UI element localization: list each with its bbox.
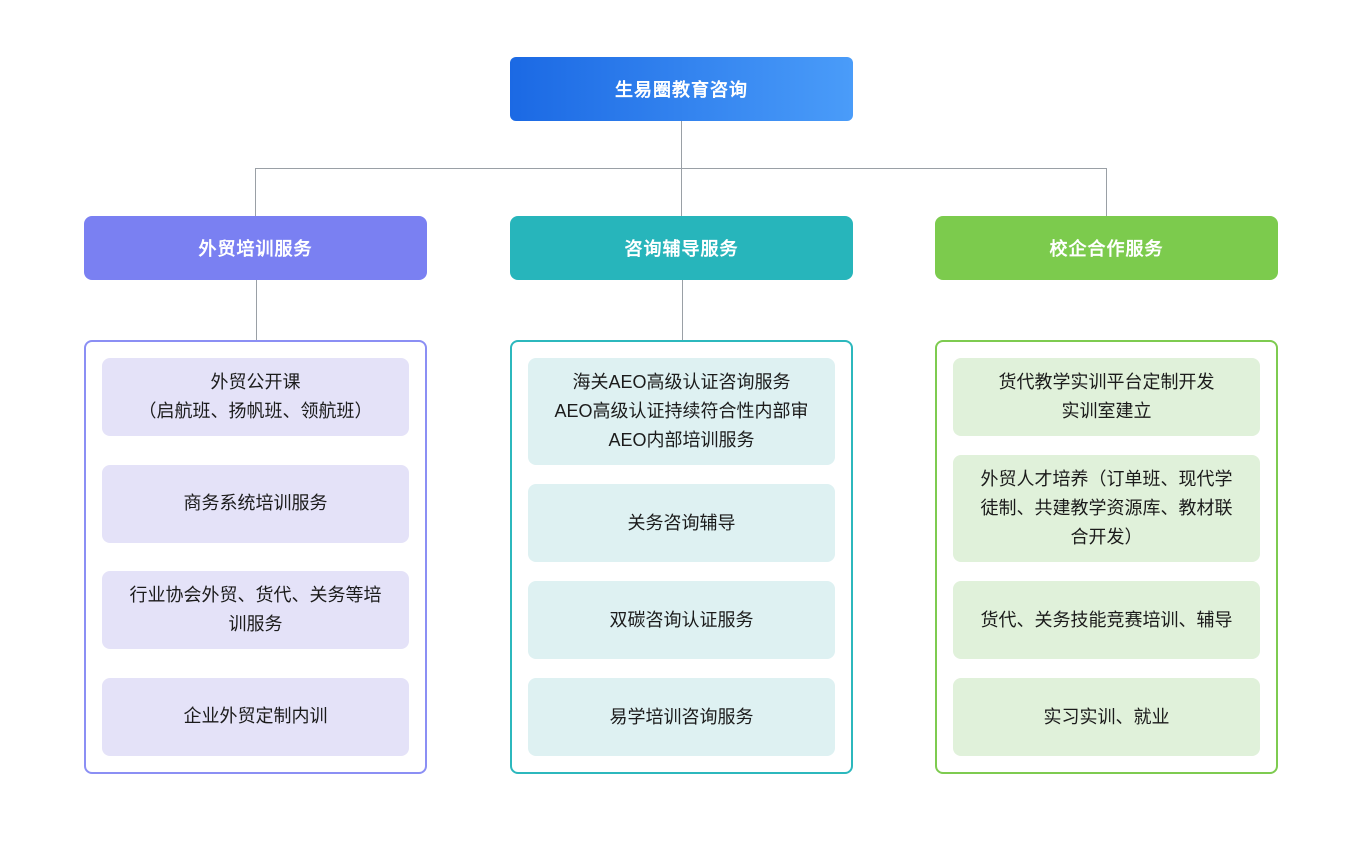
service-item: 关务咨询辅导 <box>528 484 835 562</box>
connector-line <box>681 280 683 340</box>
service-item: 易学培训咨询服务 <box>528 678 835 756</box>
root-node: 生易圈教育咨询 <box>510 57 853 121</box>
branch-header-school-enterprise-cooperation: 校企合作服务 <box>935 216 1278 280</box>
service-item: 外贸公开课 （启航班、扬帆班、领航班） <box>102 358 409 436</box>
branch-header-consulting-coaching: 咨询辅导服务 <box>510 216 853 280</box>
service-item: 海关AEO高级认证咨询服务 AEO高级认证持续符合性内部审 AEO内部培训服务 <box>528 358 835 465</box>
branch-foreign-trade-training: 外贸培训服务 外贸公开课 （启航班、扬帆班、领航班） 商务系统培训服务 行业协会… <box>84 216 427 774</box>
service-item: 商务系统培训服务 <box>102 464 409 543</box>
branch-group-consulting-coaching: 海关AEO高级认证咨询服务 AEO高级认证持续符合性内部审 AEO内部培训服务 … <box>510 340 853 774</box>
branch-school-enterprise-cooperation: 校企合作服务 货代教学实训平台定制开发 实训室建立 外贸人才培养（订单班、现代学… <box>935 216 1278 774</box>
service-item: 行业协会外贸、货代、关务等培训服务 <box>102 571 409 650</box>
connector-line <box>255 280 257 340</box>
connector-line <box>681 168 682 216</box>
connector-line <box>1106 168 1107 216</box>
branch-consulting-coaching: 咨询辅导服务 海关AEO高级认证咨询服务 AEO高级认证持续符合性内部审 AEO… <box>510 216 853 774</box>
root-node-label: 生易圈教育咨询 <box>615 80 748 100</box>
branch-group-foreign-trade-training: 外贸公开课 （启航班、扬帆班、领航班） 商务系统培训服务 行业协会外贸、货代、关… <box>84 340 427 774</box>
service-item: 实习实训、就业 <box>953 678 1260 756</box>
service-item: 双碳咨询认证服务 <box>528 581 835 659</box>
branch-header-label: 外贸培训服务 <box>198 239 313 259</box>
branch-header-label: 咨询辅导服务 <box>624 239 739 259</box>
branch-header-label: 校企合作服务 <box>1049 239 1164 259</box>
branch-group-school-enterprise-cooperation: 货代教学实训平台定制开发 实训室建立 外贸人才培养（订单班、现代学徒制、共建教学… <box>935 340 1278 774</box>
connector-line <box>681 121 682 168</box>
connector-line <box>255 168 256 216</box>
service-item: 外贸人才培养（订单班、现代学徒制、共建教学资源库、教材联合开发） <box>953 455 1260 562</box>
service-item: 货代教学实训平台定制开发 实训室建立 <box>953 358 1260 436</box>
branch-header-foreign-trade-training: 外贸培训服务 <box>84 216 427 280</box>
service-item: 货代、关务技能竞赛培训、辅导 <box>953 581 1260 659</box>
service-item: 企业外贸定制内训 <box>102 677 409 756</box>
